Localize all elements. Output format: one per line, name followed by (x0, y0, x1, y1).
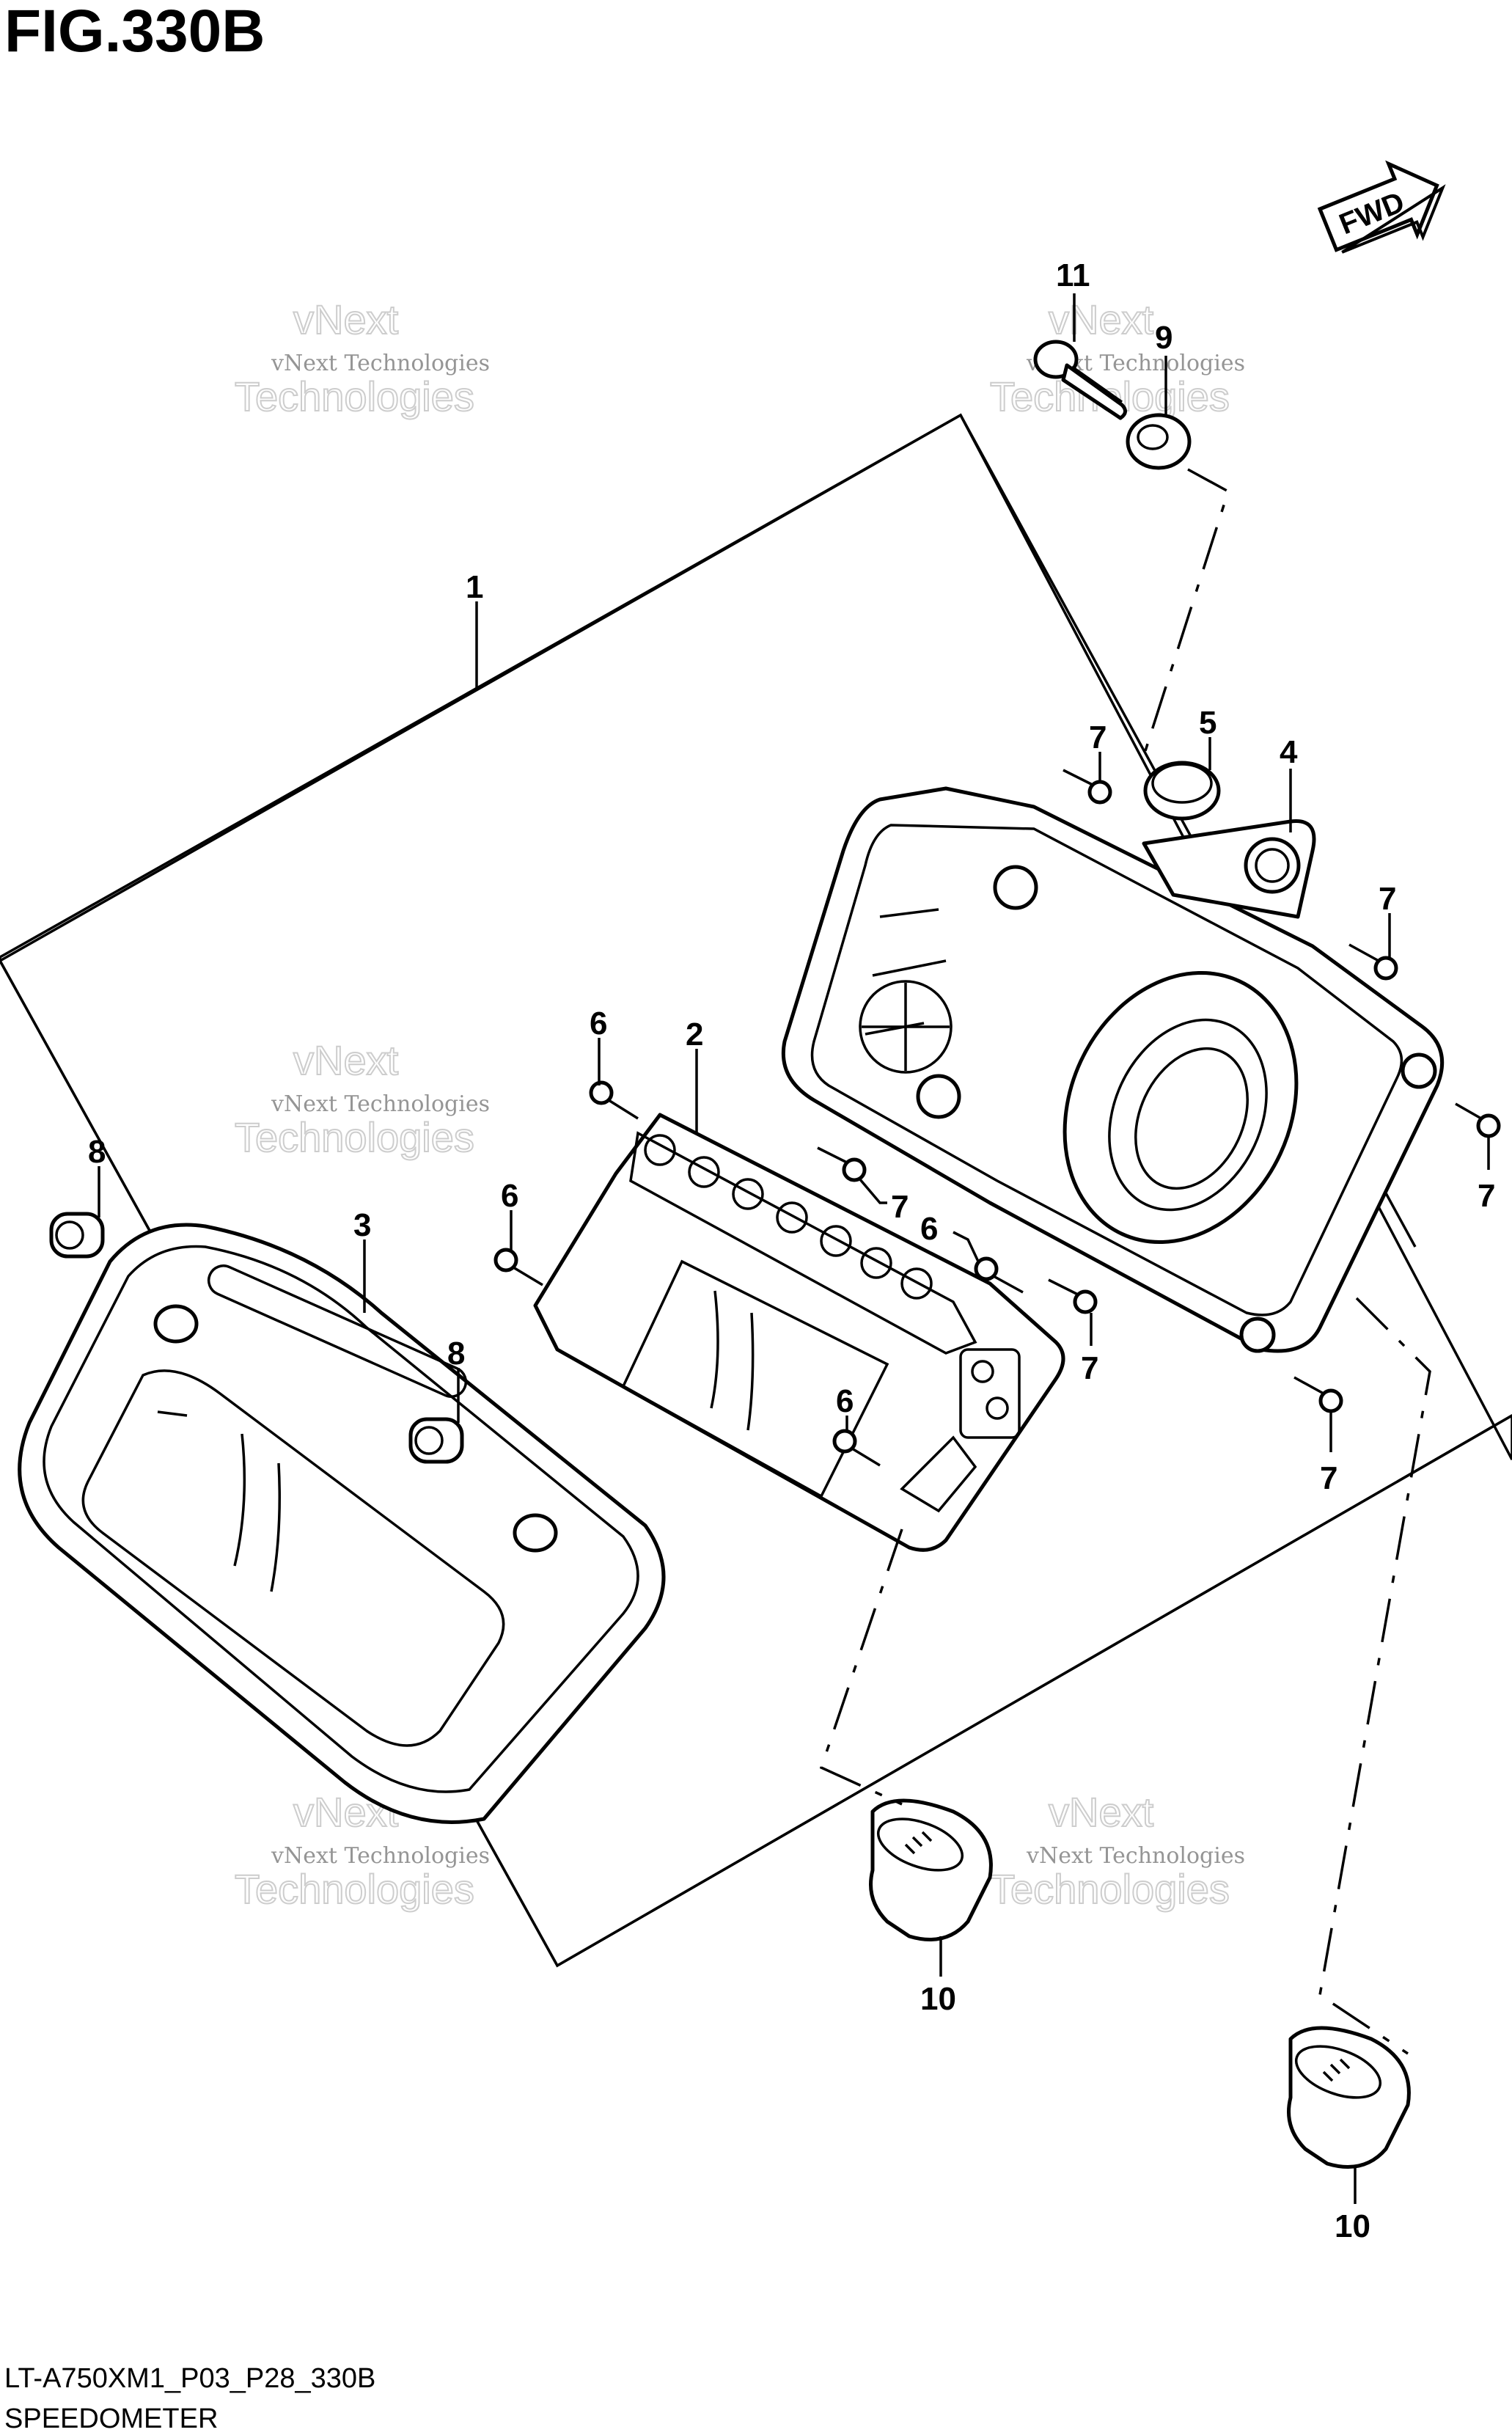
figure-name: SPEEDOMETER (4, 2403, 218, 2434)
svg-text:vNext Technologies: vNext Technologies (271, 1091, 490, 1117)
callout-6-d: 6 (836, 1383, 854, 1419)
screw-6-d-icon (832, 1429, 881, 1467)
grommet-5-icon (1143, 761, 1221, 821)
callout-4: 4 (1280, 734, 1298, 770)
callout-10-a: 10 (920, 1981, 956, 2017)
screw-7-e-icon (1048, 1278, 1098, 1314)
callout-9: 9 (1155, 320, 1172, 356)
figure-code: LT-A750XM1_P03_P28_330B (4, 2363, 375, 2394)
callout-3: 3 (353, 1207, 371, 1243)
callout-7-e: 7 (1081, 1350, 1098, 1386)
assembly-line-10-left (819, 1528, 903, 1806)
front-cover-part (18, 1223, 666, 1824)
callout-2: 2 (686, 1017, 703, 1052)
svg-text:Technologies: Technologies (990, 1866, 1230, 1912)
bulb-10-right-icon (1287, 2026, 1411, 2169)
screw-6-a-icon (589, 1080, 639, 1120)
washer-9-icon (1126, 413, 1192, 470)
svg-text:vNext: vNext (1049, 296, 1154, 343)
svg-text:vNext Technologies: vNext Technologies (271, 1843, 490, 1869)
rear-case-part (781, 786, 1445, 1353)
callout-1: 1 (466, 569, 483, 605)
screw-7-b-icon (1348, 943, 1398, 981)
screw-7-d-icon (817, 1146, 867, 1182)
callout-8-a: 8 (88, 1134, 106, 1170)
svg-text:Technologies: Technologies (235, 1114, 474, 1160)
svg-text:vNext Technologies: vNext Technologies (271, 351, 490, 376)
callout-10-b: 10 (1335, 2208, 1370, 2244)
screw-7-c-icon (1455, 1102, 1501, 1138)
screw-7-f-icon (1293, 1376, 1343, 1413)
callout-6-c: 6 (920, 1211, 938, 1247)
screw-6-c-icon (974, 1256, 1024, 1294)
svg-text:vNext: vNext (293, 1037, 399, 1083)
screw-8-center-icon (408, 1417, 464, 1464)
callout-7-f: 7 (1320, 1460, 1337, 1496)
svg-text:vNext: vNext (1049, 1789, 1154, 1835)
figure-title: FIG.330B (4, 0, 265, 65)
callout-6-a: 6 (590, 1006, 607, 1041)
svg-text:Technologies: Technologies (235, 373, 474, 420)
leader-lines (98, 293, 1490, 2204)
screw-7-a-icon (1063, 769, 1112, 805)
callout-7-d: 7 (891, 1189, 909, 1225)
svg-text:Technologies: Technologies (235, 1866, 474, 1912)
screw-8-left-icon (49, 1212, 105, 1259)
assembly-line-10-right (1318, 1297, 1431, 2055)
callout-6-b: 6 (501, 1178, 518, 1214)
bolt-11-icon (1033, 340, 1127, 420)
assembly-line-9 (1142, 468, 1230, 756)
callout-7-c: 7 (1478, 1178, 1495, 1214)
svg-text:vNext Technologies: vNext Technologies (1026, 1843, 1245, 1869)
callout-11: 11 (1056, 257, 1090, 293)
bulb-10-left-icon (869, 1798, 993, 1941)
callout-8-b: 8 (447, 1336, 465, 1372)
meter-unit-part (533, 1113, 1065, 1552)
fwd-arrow-icon: FWD (1317, 160, 1446, 254)
svg-text:vNext: vNext (293, 296, 399, 343)
screw-6-b-icon (493, 1248, 543, 1286)
callout-7-b: 7 (1379, 881, 1396, 917)
callout-5: 5 (1199, 705, 1216, 741)
callout-7-a: 7 (1089, 719, 1107, 755)
